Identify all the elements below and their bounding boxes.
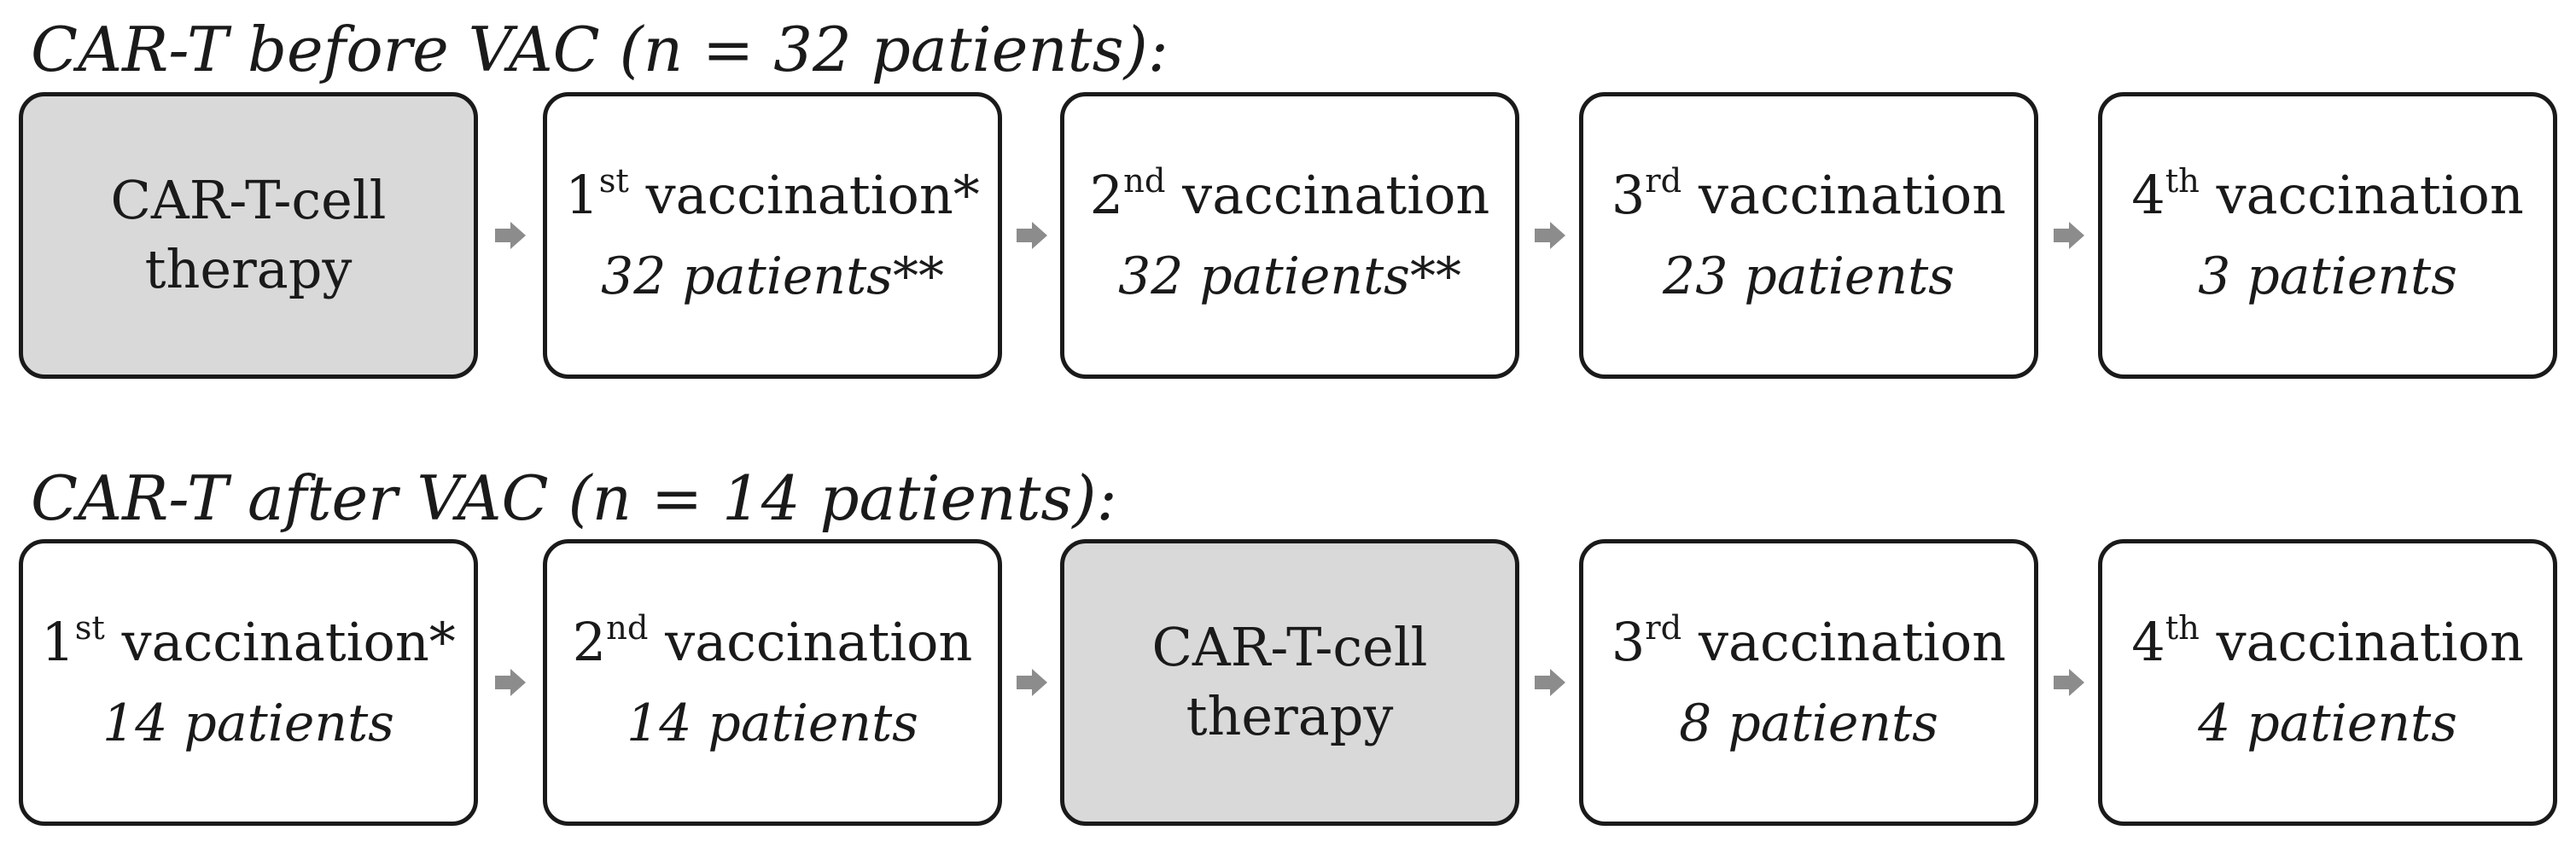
vaccination-box-4: 4th vaccination 4 patients [2098,539,2557,826]
row-title-after: CAR-T after VAC (n = 14 patients): [31,462,1117,534]
vaccination-box-3: 3rd vaccination 23 patients [1579,92,2038,379]
patient-count: 4 patients [2198,694,2457,754]
vaccination-label: 3rd vaccination [1611,608,2007,673]
patient-count: 23 patients [1663,247,1955,307]
car-t-therapy-box: CAR-T-cell therapy [19,92,478,379]
therapy-label-line2: therapy [144,238,353,300]
patient-count: 14 patients [102,694,394,754]
therapy-label-line1: CAR-T-cell [1151,616,1428,679]
arrow-right-icon [495,669,526,696]
patient-count: 3 patients [2198,247,2457,307]
patient-count: 14 patients [627,694,918,754]
arrow-right-icon [1535,222,1565,249]
vaccination-label: 4th vaccination [2131,161,2524,226]
vaccination-label: 2nd vaccination [1089,161,1490,226]
vaccination-box-2: 2nd vaccination 14 patients [543,539,1002,826]
vaccination-box-2: 2nd vaccination 32 patients** [1060,92,1519,379]
arrow-right-icon [495,222,526,249]
vaccination-box-1: 1st vaccination* 14 patients [19,539,478,826]
arrow-right-icon [1535,669,1565,696]
car-t-therapy-box: CAR-T-cell therapy [1060,539,1519,826]
therapy-label-line1: CAR-T-cell [110,169,387,232]
vaccination-label: 1st vaccination* [565,161,980,226]
arrow-right-icon [2054,669,2084,696]
vaccination-box-4: 4th vaccination 3 patients [2098,92,2557,379]
row-title-before: CAR-T before VAC (n = 32 patients): [31,14,1169,85]
arrow-right-icon [1017,222,1047,249]
patient-count: 32 patients** [1118,247,1461,307]
therapy-label-line2: therapy [1186,685,1394,747]
vaccination-label: 2nd vaccination [572,608,973,673]
vaccination-label: 4th vaccination [2131,608,2524,673]
patient-count: 32 patients** [601,247,944,307]
patient-count: 8 patients [1679,694,1938,754]
vaccination-label: 3rd vaccination [1611,161,2007,226]
vaccination-box-3: 3rd vaccination 8 patients [1579,539,2038,826]
arrow-right-icon [1017,669,1047,696]
arrow-right-icon [2054,222,2084,249]
vaccination-box-1: 1st vaccination* 32 patients** [543,92,1002,379]
vaccination-label: 1st vaccination* [41,608,456,673]
